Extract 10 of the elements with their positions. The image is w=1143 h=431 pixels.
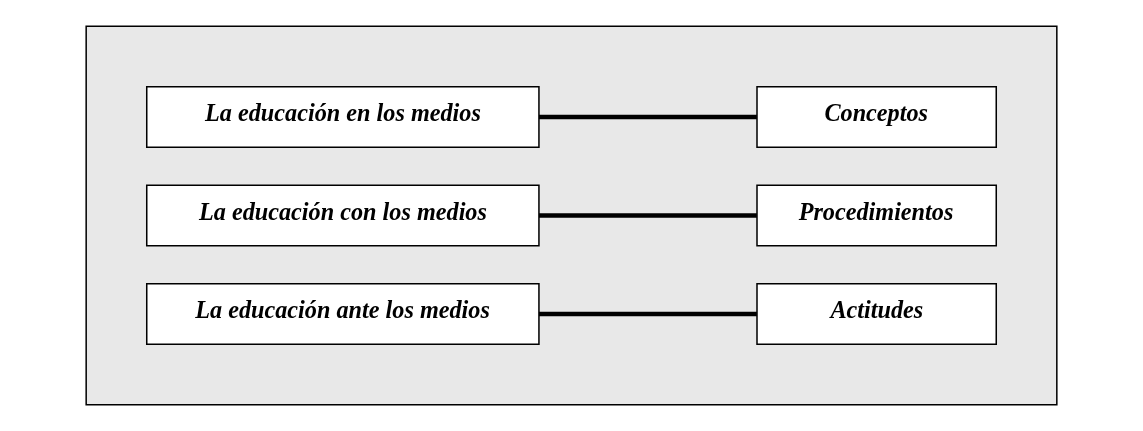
cluster (85, 25, 1058, 406)
node-box: Conceptos (756, 86, 997, 149)
node-box: Actitudes (756, 282, 997, 345)
connector (538, 311, 757, 317)
connector (538, 213, 757, 218)
connector (538, 114, 757, 120)
node-box: La educación en los medios (146, 86, 540, 149)
node-box: La educación ante los medios (146, 282, 540, 345)
node-box: La educación con los medios (146, 184, 540, 247)
node-box: Procedimientos (756, 184, 997, 247)
